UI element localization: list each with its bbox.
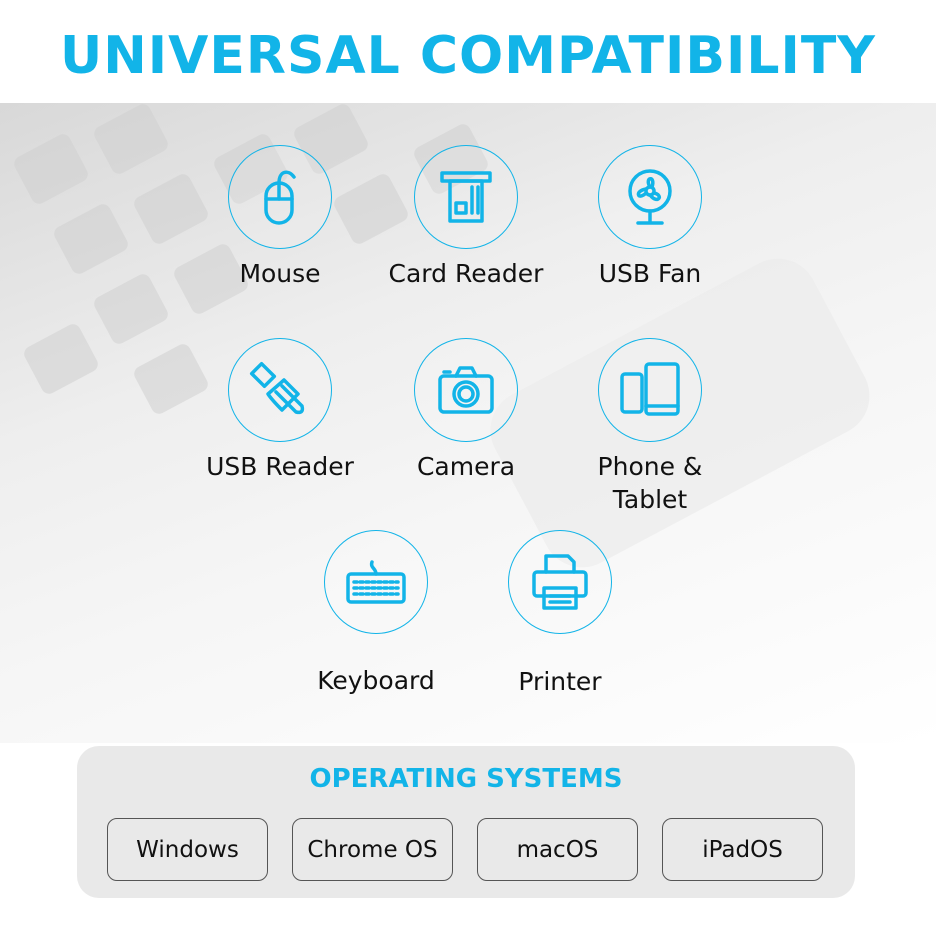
device-usb-reader: USB Reader [180,338,380,483]
card-reader-icon [440,171,492,223]
device-printer: Printer [460,530,660,698]
device-mouse: Mouse [180,145,380,290]
phone-tablet-icon [620,362,680,416]
os-ipados: iPadOS [662,818,823,881]
operating-systems-panel: OPERATING SYSTEMS Windows Chrome OS macO… [77,746,855,898]
os-windows: Windows [107,818,268,881]
device-camera: Camera [366,338,566,483]
mouse-icon [264,170,296,225]
camera-icon [438,366,494,414]
page-title: UNIVERSAL COMPATIBILITY [60,26,876,86]
device-phone-tablet: Phone & Tablet [550,338,750,516]
os-title: OPERATING SYSTEMS [309,764,623,794]
usb-drive-icon [249,361,305,415]
device-keyboard: Keyboard [276,530,476,697]
os-macos: macOS [477,818,638,881]
fan-icon [628,169,672,225]
os-chrome-os: Chrome OS [292,818,453,881]
device-usb-fan: USB Fan [550,145,750,290]
device-card-reader: Card Reader [366,145,566,290]
keyboard-icon [346,560,406,604]
printer-icon [532,554,588,610]
